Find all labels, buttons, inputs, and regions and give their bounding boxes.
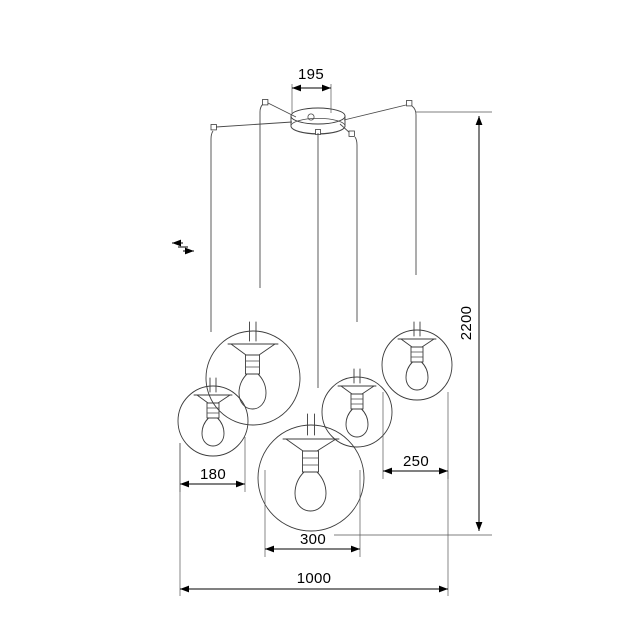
- dimension-label-250: 250: [403, 453, 429, 470]
- cable-anchor-node: [348, 130, 355, 137]
- suspension-cables: [210, 99, 417, 388]
- dimension-180: 180: [179, 437, 246, 492]
- globe-upper-left: [205, 321, 301, 426]
- cable-anchor-node: [210, 124, 217, 131]
- dimension-label-1000: 1000: [297, 570, 332, 587]
- dimension-2200: 2200: [334, 111, 492, 536]
- cable-anchor-node: [262, 99, 269, 106]
- cable-anchor-node: [406, 100, 413, 107]
- dimension-label-2200: 2200: [458, 306, 475, 341]
- dimension-1000: 1000: [179, 443, 449, 596]
- ceiling-canopy: [290, 107, 346, 135]
- globe-center-right: [321, 368, 393, 448]
- dimension-label-180: 180: [200, 466, 226, 483]
- dimension-300: 300: [264, 470, 361, 557]
- dimension-250: 250: [382, 392, 449, 479]
- globe-center-large: [257, 413, 365, 532]
- globe-right: [381, 321, 453, 401]
- globe-left-small: [177, 377, 249, 457]
- dimension-label-300: 300: [300, 531, 326, 548]
- dimension-195: 195: [291, 66, 332, 113]
- dimension-label-195: 195: [298, 66, 324, 83]
- height-adjustable-arrow-icon: [172, 239, 194, 255]
